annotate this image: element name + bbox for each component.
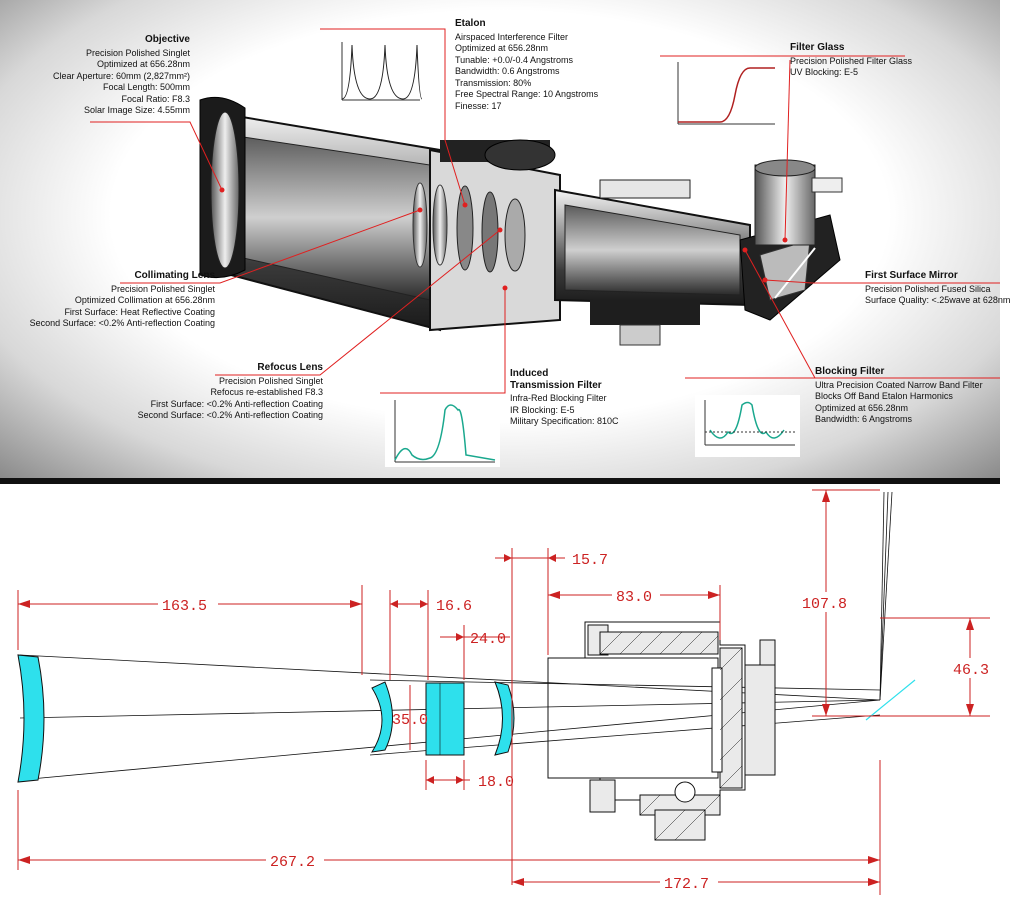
dimension-arrows (18, 490, 974, 886)
callout-line: Bandwidth: 6 Angstroms (815, 414, 913, 424)
telescope-body (199, 96, 843, 346)
dim-18-0: 18.0 (478, 774, 514, 791)
callout-line: Airspaced Interference Filter (455, 31, 569, 42)
callout-line: Precision Polished Fused Silica (865, 283, 991, 294)
dimension-lines (17, 489, 990, 895)
callout-title: Blocking Filter (815, 366, 885, 377)
callout-line: First Surface: <0.2% Anti-reflection Coa… (150, 398, 323, 409)
dim-24-0: 24.0 (470, 631, 506, 648)
callout-line: Ultra Precision Coated Narrow Band Filte… (815, 379, 983, 390)
dim-46-3: 46.3 (953, 662, 989, 679)
focuser-housing (547, 621, 776, 841)
optical-layout-drawing: 163.5 16.6 24.0 15.7 83.0 107.8 46.3 35.… (17, 489, 994, 895)
callout-line: Transmission: 80% (455, 77, 532, 88)
callout-refocus-lens: Refocus Lens Precision Polished Singlet … (130, 362, 323, 422)
callout-line: Optimized at 656.28nm (455, 43, 549, 53)
callout-line: IR Blocking: E-5 (510, 404, 575, 415)
callout-title: Induced (510, 368, 549, 379)
callout-line: Focal Length: 500mm (102, 82, 190, 92)
callout-line: Bandwidth: 0.6 Angstroms (455, 66, 560, 76)
callout-line: Optimized at 656.28nm (96, 59, 190, 69)
callout-line: Military Specification: 810C (510, 416, 619, 426)
dim-267-2: 267.2 (270, 854, 315, 871)
optical-drawing-panel: 163.5 16.6 24.0 15.7 83.0 107.8 46.3 35.… (0, 484, 1000, 917)
callout-line: Second Surface: <0.2% Anti-reflection Co… (29, 318, 215, 328)
callout-line: Blocks Off Band Etalon Harmonics (815, 391, 953, 401)
callout-line: Free Spectral Range: 10 Angstroms (455, 89, 599, 99)
callout-line: Optimized Collimation at 656.28nm (74, 295, 215, 305)
dim-83-0: 83.0 (616, 589, 652, 606)
callout-etalon: Etalon Airspaced Interference Filter Opt… (455, 18, 615, 112)
objective-lens (17, 654, 45, 783)
dim-35-0: 35.0 (392, 712, 428, 729)
callout-filter-glass: Filter Glass Precision Polished Filter G… (790, 42, 960, 79)
callout-line: Precision Polished Singlet (218, 375, 323, 386)
callout-title-line2: Transmission Filter (510, 379, 602, 391)
leader-dots (219, 187, 788, 291)
callout-line: Precision Polished Singlet (110, 283, 215, 294)
leader-lines (90, 28, 1000, 394)
panel-divider (0, 478, 1000, 484)
callout-line: Finesse: 17 (455, 100, 502, 111)
filter-glass-graph (670, 58, 780, 130)
callout-line: Optimized at 656.28nm (815, 402, 909, 413)
blocking-filter-graph (695, 395, 800, 457)
cutaway-illustration-panel: Objective Precision Polished Singlet Opt… (0, 0, 1010, 478)
callout-line: UV Blocking: E-5 (790, 67, 859, 77)
dim-163-5: 163.5 (162, 598, 207, 615)
ray-lines (19, 491, 916, 781)
dim-15-7: 15.7 (572, 552, 608, 569)
dim-172-7: 172.7 (664, 876, 709, 893)
callout-line: First Surface: Heat Reflective Coating (64, 306, 215, 317)
callout-title: Collimating Lens (134, 270, 215, 281)
callout-line: Surface Quality: <.25wave at 628nm (865, 295, 1010, 305)
dim-16-6: 16.6 (436, 598, 472, 615)
callout-first-surface-mirror: First Surface Mirror Precision Polished … (865, 270, 1010, 307)
callout-line: Focal Ratio: F8.3 (121, 93, 190, 104)
callout-title: Etalon (455, 18, 486, 29)
callout-line: Second Surface: <0.2% Anti-reflection Co… (137, 410, 323, 420)
callout-line: Refocus re-established F8.3 (210, 387, 323, 397)
etalon-graph (335, 38, 427, 106)
dimension-labels: 163.5 16.6 24.0 15.7 83.0 107.8 46.3 35.… (158, 552, 994, 893)
callout-collimating-lens: Collimating Lens Precision Polished Sing… (20, 270, 215, 330)
callout-line: Tunable: +0.0/-0.4 Angstroms (455, 54, 573, 65)
callout-line: Precision Polished Singlet (85, 47, 190, 58)
callout-blocking-filter: Blocking Filter Ultra Precision Coated N… (815, 366, 995, 426)
callout-objective: Objective Precision Polished Singlet Opt… (45, 34, 190, 117)
induced-filter-graph (385, 395, 500, 467)
hatching (599, 631, 743, 841)
dim-107-8: 107.8 (802, 596, 847, 613)
etalon-block (425, 682, 465, 756)
callout-title: Refocus Lens (257, 362, 323, 373)
callout-line: Precision Polished Filter Glass (790, 55, 913, 66)
callout-title: Objective (144, 34, 190, 45)
callout-line: Solar Image Size: 4.55mm (83, 105, 190, 115)
collimating-lens (370, 681, 393, 753)
cutaway-illustration (90, 28, 1000, 467)
callout-induced-transmission-filter: Induced Transmission Filter Infra-Red Bl… (510, 368, 655, 428)
callout-line: Infra-Red Blocking Filter (510, 393, 607, 403)
callout-title: First Surface Mirror (865, 270, 958, 281)
callout-title: Filter Glass (790, 42, 845, 53)
callout-line: Clear Aperture: 60mm (2,827mm²) (52, 70, 190, 81)
